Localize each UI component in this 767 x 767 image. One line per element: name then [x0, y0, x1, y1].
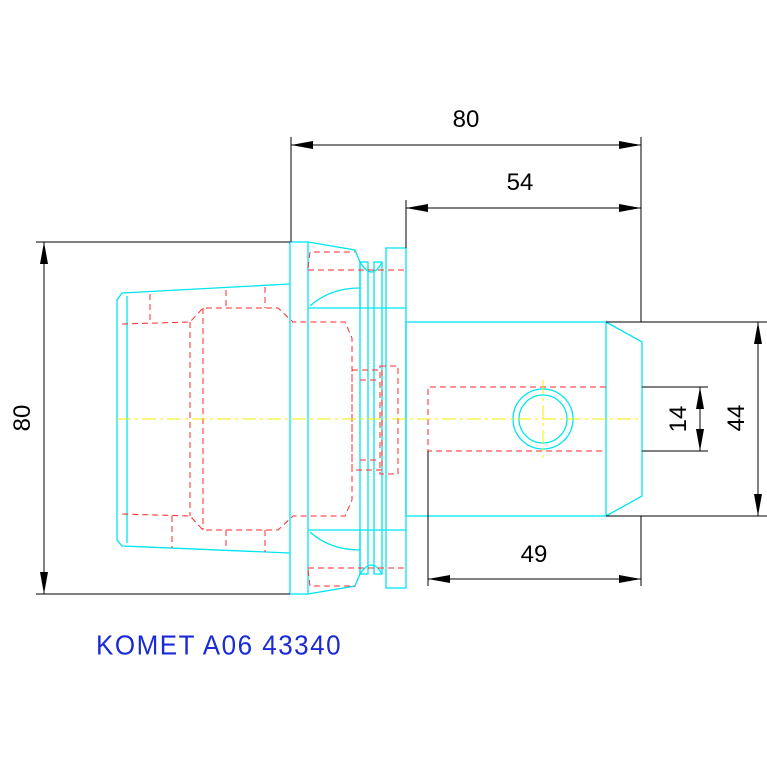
- dimension-bore-depth: 49: [427, 451, 642, 586]
- dim-label-flange-diameter: 80: [9, 405, 36, 432]
- dimension-hole-diameter: 14: [642, 386, 708, 452]
- dimension-shank-length: 54: [405, 169, 641, 248]
- dim-label-shank-length: 54: [507, 169, 534, 196]
- dim-label-bore-depth: 49: [521, 541, 548, 568]
- centerline: [117, 380, 642, 458]
- dimension-body-diameter: 44: [606, 321, 767, 517]
- dim-label-hole-diameter: 14: [665, 406, 692, 433]
- part-outline: [116, 241, 643, 595]
- dimension-overall-length: 80: [290, 106, 642, 322]
- dim-label-body-diameter: 44: [723, 405, 750, 432]
- part-caption: KOMET A06 43340: [96, 629, 343, 661]
- dim-label-overall-length: 80: [453, 106, 480, 133]
- dimension-flange-diameter: 80: [9, 241, 290, 595]
